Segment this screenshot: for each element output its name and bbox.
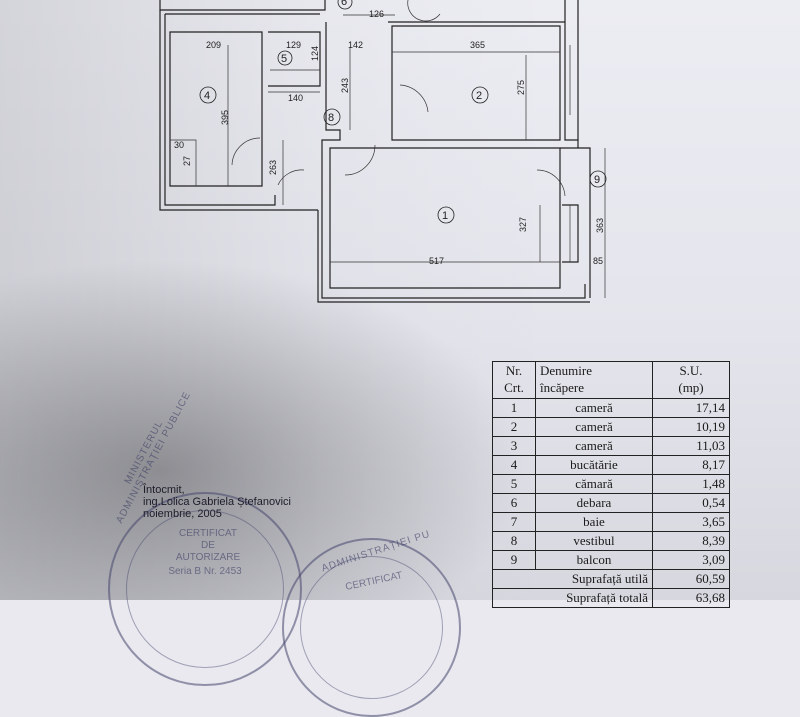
row-nr: 5 xyxy=(492,474,536,494)
dim-label: 124 xyxy=(310,46,320,61)
row-name: baie xyxy=(535,512,653,532)
header-nr-line2: Crt. xyxy=(504,380,524,395)
header-nr-line1: Nr. xyxy=(505,363,523,378)
row-nr: 4 xyxy=(492,455,536,475)
row-su: 1,48 xyxy=(652,474,730,494)
row-su: 3,65 xyxy=(652,512,730,532)
room-marker xyxy=(589,170,607,188)
room-number: 8 xyxy=(328,112,334,124)
dim-label: 140 xyxy=(288,93,303,103)
room-number: 1 xyxy=(442,210,448,222)
dim-label: 275 xyxy=(516,80,526,95)
row-su: 10,19 xyxy=(652,417,730,437)
row-name: vestibul xyxy=(535,531,653,551)
header-name-line1: Denumire xyxy=(540,363,592,378)
dim-label: 263 xyxy=(268,160,278,175)
row-su: 0,54 xyxy=(652,493,730,513)
row-nr: 7 xyxy=(492,512,536,532)
total-label: Suprafață utilă xyxy=(492,569,653,589)
author-name: ing.Lolica Gabriela Ștefanovici xyxy=(143,496,291,508)
author-date: noiembrie, 2005 xyxy=(143,508,222,520)
row-name: cămară xyxy=(535,474,653,494)
dim-label: 27 xyxy=(182,156,192,166)
room-number: 9 xyxy=(594,174,600,186)
stamp-line: DE xyxy=(201,540,215,551)
floor-plan: 126 209 129 142 365 140 30 517 85 124 39… xyxy=(159,0,607,303)
row-su: 3,09 xyxy=(652,550,730,570)
dim-label: 243 xyxy=(340,78,350,93)
header-su: S.U. (mp) xyxy=(652,361,730,399)
dim-label: 327 xyxy=(518,217,528,232)
dim-label: 30 xyxy=(174,140,184,150)
room-marker xyxy=(323,108,341,126)
header-name-line2: încăpere xyxy=(540,380,585,395)
room-marker xyxy=(471,86,489,104)
row-nr: 6 xyxy=(492,493,536,513)
dim-label: 142 xyxy=(348,40,363,50)
stamp-line: AUTORIZARE xyxy=(175,552,241,563)
dim-label: 126 xyxy=(369,9,384,19)
row-su: 8,17 xyxy=(652,455,730,475)
row-su: 8,39 xyxy=(652,531,730,551)
dim-label: 395 xyxy=(220,110,230,125)
authorization-stamp: MINISTERUL ADMINISTRAȚIEI PUBLICE CERTIF… xyxy=(108,390,302,686)
dim-label: 517 xyxy=(429,256,444,266)
row-name: bucătărie xyxy=(535,455,653,475)
table-header-row: Nr. Crt. Denumire încăpere S.U. (mp) xyxy=(492,361,730,399)
row-nr: 3 xyxy=(492,436,536,456)
row-su: 11,03 xyxy=(652,436,730,456)
author-prepared-by: Întocmit, xyxy=(143,484,185,496)
row-name: cameră xyxy=(535,417,653,437)
dim-label: 363 xyxy=(595,218,605,233)
room-number: 6 xyxy=(341,0,347,8)
row-nr: 2 xyxy=(492,417,536,437)
room-marker xyxy=(277,50,293,66)
total-value: 63,68 xyxy=(652,588,730,608)
stamp-line: CERTIFICAT xyxy=(179,528,237,539)
room-number: 2 xyxy=(476,90,482,102)
author-block: Întocmit, ing.Lolica Gabriela Ștefanovic… xyxy=(143,484,291,520)
authorization-stamp: ADMINISTRAȚIEI PU CERTIFICAT xyxy=(282,529,461,717)
dim-label: 129 xyxy=(286,40,301,50)
stamp-line: Seria B Nr. 2453 xyxy=(168,566,242,577)
room-number: 5 xyxy=(281,53,287,65)
room-marker xyxy=(437,206,455,224)
room-marker xyxy=(199,86,217,104)
header-su-line1: S.U. xyxy=(679,363,703,378)
row-name: cameră xyxy=(535,436,653,456)
header-name: Denumire încăpere xyxy=(535,361,653,399)
header-su-line2: (mp) xyxy=(678,380,704,395)
row-nr: 9 xyxy=(492,550,536,570)
row-su: 17,14 xyxy=(652,398,730,418)
dim-label: 365 xyxy=(470,40,485,50)
row-name: cameră xyxy=(535,398,653,418)
row-nr: 8 xyxy=(492,531,536,551)
room-marker xyxy=(337,0,353,10)
room-number: 4 xyxy=(204,90,210,102)
total-label: Suprafață totală xyxy=(492,588,653,608)
row-nr: 1 xyxy=(492,398,536,418)
header-nr: Nr. Crt. xyxy=(492,361,536,399)
dim-label: 85 xyxy=(593,256,603,266)
row-name: debara xyxy=(535,493,653,513)
dim-label: 209 xyxy=(206,40,221,50)
row-name: balcon xyxy=(535,550,653,570)
total-value: 60,59 xyxy=(652,569,730,589)
